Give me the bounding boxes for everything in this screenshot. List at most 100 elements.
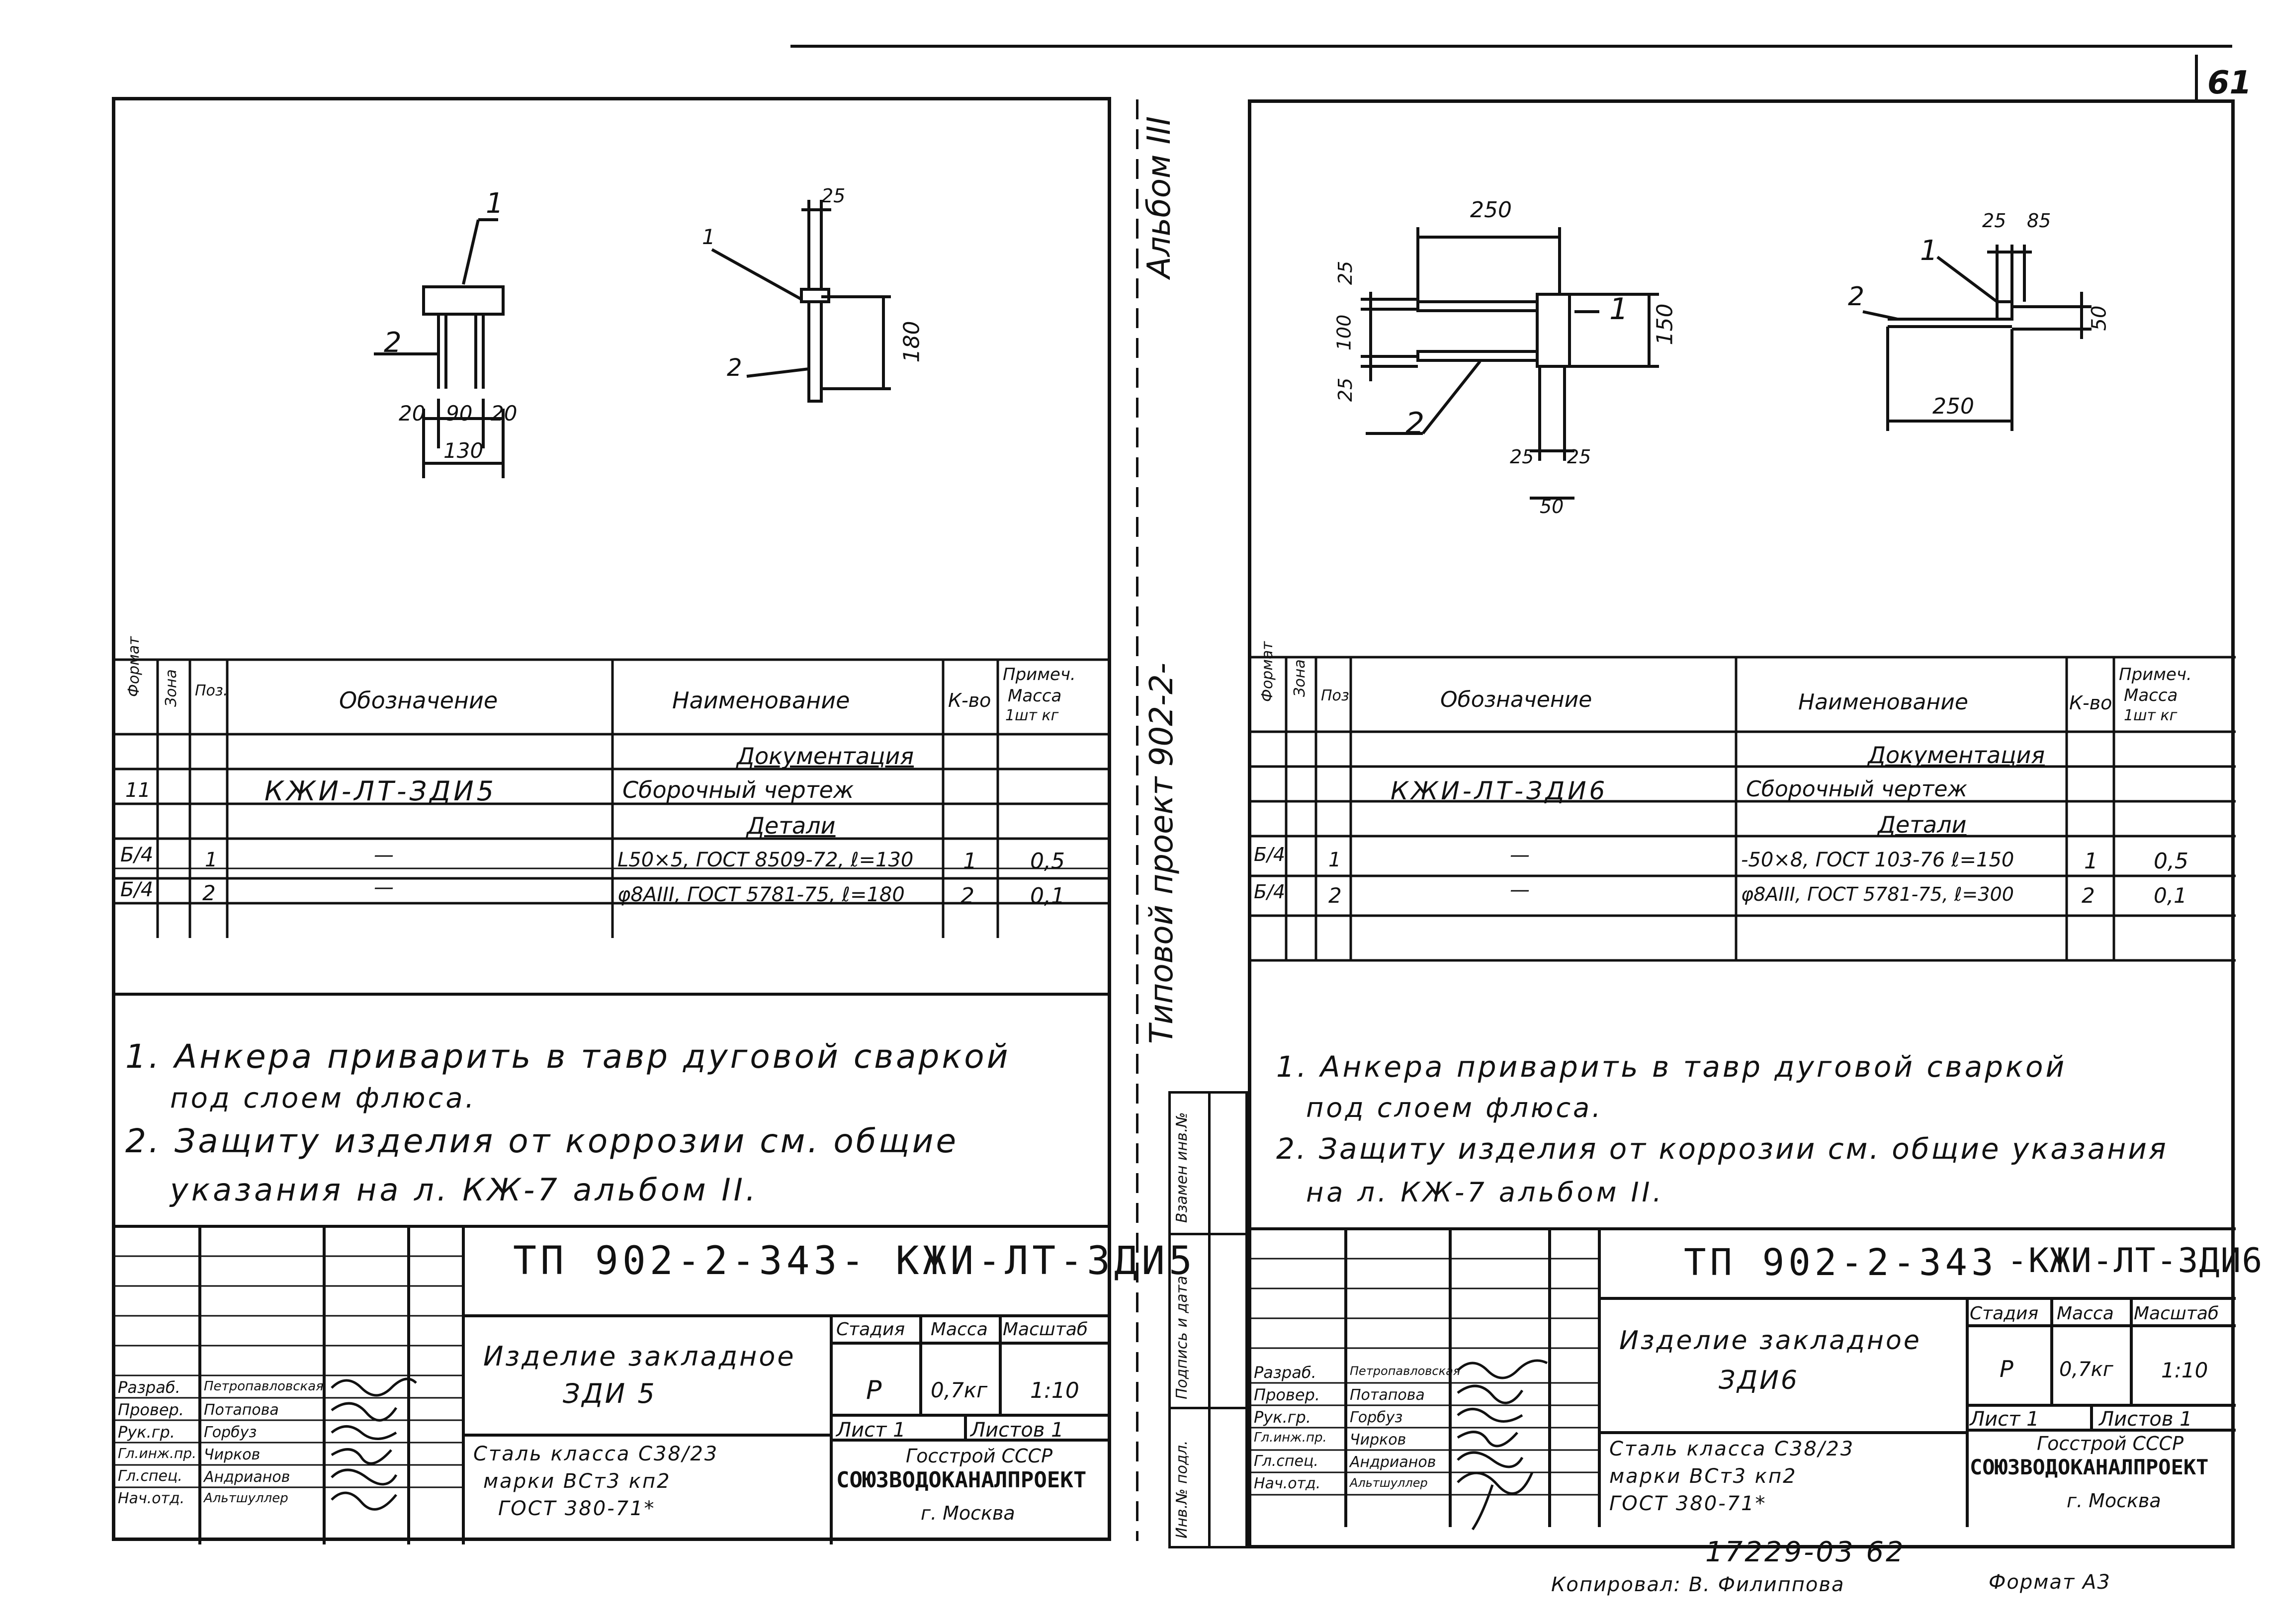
left-name-1: Потапова [204,1401,279,1419]
right-dim-150: 150 [1652,303,1678,345]
right-material-2: марки ВСт3 кп2 [1609,1465,1797,1488]
right-r1-designation: — [1510,844,1530,866]
right-hdr-primech: Примеч. [2119,665,2192,684]
right-org-2: СОЮЗВОДОКАНАЛПРОЕКТ [1970,1455,2209,1479]
left-doc-name: Сборочный чертеж [622,776,854,803]
left-note-2b: указания на л. КЖ-7 альбом II. [170,1172,759,1208]
right-doc-code-a: ТП 902-2-343 [1684,1241,1998,1284]
left-hdr-massa: Масса [1008,686,1062,706]
right-role-0: Разраб. [1254,1363,1316,1382]
right-section-parts: Детали [1878,811,1967,838]
left-r1-qty: 1 [963,849,977,874]
left-name-2: Горбуз [204,1424,257,1441]
right-doc-code-b: -КЖИ-ЛТ-ЗДИ6 [2007,1241,2264,1281]
left-material-1: Сталь класса С38/23 [473,1443,719,1465]
right-r2-format: Б/4 [1254,881,1286,903]
right-note-1b: под слоем флюса. [1306,1092,1603,1123]
left-sheet: 1 2 20 90 20 130 1 2 25 180 Формат Зона … [112,97,1192,1544]
right-hdr-oboznachenie: Обозначение [1440,687,1592,712]
left-side-180: 180 [899,321,925,363]
right-role-3: Гл.инж.пр. [1254,1430,1327,1445]
left-item-title: Изделие закладное [483,1341,796,1372]
left-role-2: Рук.гр. [118,1423,175,1442]
left-spec-bottom [115,993,1110,996]
right-name-0: Петропавловская [1350,1364,1461,1378]
right-note-1a: 1. Анкера приварить в тавр дуговой сварк… [1276,1050,2067,1084]
left-r2-pos: 2 [202,881,216,905]
right-dim-25a: 25 [1334,260,1357,285]
left-r1-designation: — [374,844,394,866]
right-stadiya-val: Р [2000,1356,2013,1382]
left-material-2: марки ВСт3 кп2 [483,1470,671,1493]
side-vzamen: Взамен инв.№ [1173,1112,1191,1223]
right-hdr-zona: Зона [1291,659,1309,697]
left-doc-designation: КЖИ-ЛТ-ЗДИ5 [264,775,497,807]
left-leader-1: 1 [486,187,504,220]
right-r1-pos: 1 [1328,849,1341,871]
left-hdr-naimenovanie: Наименование [672,687,850,714]
right-r1-format: Б/4 [1254,844,1286,865]
right-role-4: Гл.спец. [1254,1453,1318,1470]
left-r1-mass: 0,5 [1030,849,1065,874]
right-leader-2: 2 [1405,406,1425,441]
right-item-sub: ЗДИ6 [1719,1366,1799,1395]
left-item-sub: ЗДИ 5 [563,1378,657,1409]
left-dim-20a: 20 [399,401,426,426]
left-r2-name: φ8АIII, ГОСТ 5781-75, ℓ=180 [617,883,905,906]
left-side-1: 1 [702,225,715,249]
left-r1-name: L50×5, ГОСТ 8509-72, ℓ=130 [617,849,914,871]
right-drawing [1361,227,2092,500]
right-r2-pos: 2 [1328,883,1342,908]
side-stamp-divider [1208,1091,1211,1548]
side-stamp-cross-2 [1168,1407,1248,1409]
album-label: Альбом III [1141,116,1178,278]
right-dim-250-top: 250 [1470,197,1512,223]
left-role-0: Разраб. [118,1378,180,1397]
left-side-2: 2 [727,354,742,382]
right-dim-100: 100 [1333,314,1355,351]
left-signatures [331,1377,417,1511]
left-hdr-primech: Примеч. [1003,665,1076,684]
right-doc-name: Сборочный чертеж [1746,776,1968,802]
left-stadiya-val: Р [866,1375,882,1405]
left-listov: Листов 1 [970,1419,1064,1442]
right-note-2b: на л. КЖ-7 альбом II. [1306,1177,1664,1208]
right-r2-qty: 2 [2082,883,2095,908]
left-spec-grid [115,658,1110,938]
right-dim-50: 50 [1540,496,1564,517]
right-section-docs: Документация [1868,742,2045,769]
right-r1-mass: 0,5 [2154,849,2188,874]
left-note-1a: 1. Анкера приварить в тавр дуговой сварк… [125,1037,1011,1076]
right-masshtab: Масштаб [2134,1303,2219,1324]
right-leader-1: 1 [1609,292,1629,327]
left-hdr-format: Формат [125,636,143,697]
left-role-5: Нач.отд. [118,1490,185,1507]
right-hdr-massa: Масса [2124,685,2178,705]
right-note-2a: 2. Защиту изделия от коррозии см. общие … [1276,1132,2168,1166]
right-doc-designation: КЖИ-ЛТ-ЗДИ6 [1391,776,1608,805]
left-role-1: Провер. [118,1400,184,1419]
right-hdr-naimenovanie: Наименование [1798,689,1968,715]
right-side-1: 1 [1920,235,1938,267]
right-name-5: Альтшуллер [1350,1476,1428,1490]
right-dim-25b: 25 [1334,377,1357,402]
right-role-2: Рук.гр. [1254,1408,1311,1427]
page-number: 61 [2207,65,2252,101]
left-massa: Масса [931,1319,988,1340]
left-masshtab-val: 1:10 [1030,1378,1079,1403]
left-name-0: Петропавловская [204,1379,324,1394]
right-signatures [1457,1359,1548,1531]
left-dim-130: 130 [443,438,484,463]
left-r2-mass: 0,1 [1030,883,1065,909]
right-hdr-kvo: К-во [2069,692,2112,714]
left-hdr-zona: Зона [163,669,180,707]
left-list: Лист 1 [836,1419,906,1442]
page-number-box [2195,55,2198,99]
left-note-2a: 2. Защиту изделия от коррозии см. общие [125,1122,959,1160]
left-hdr-oboznachenie: Обозначение [339,687,498,714]
left-stadiya: Стадия [836,1319,905,1340]
left-r1-pos: 1 [205,849,218,871]
left-front-view-drawing [374,200,891,478]
left-dim-90: 90 [446,401,473,426]
right-org-1: Госстрой СССР [2037,1433,2184,1454]
